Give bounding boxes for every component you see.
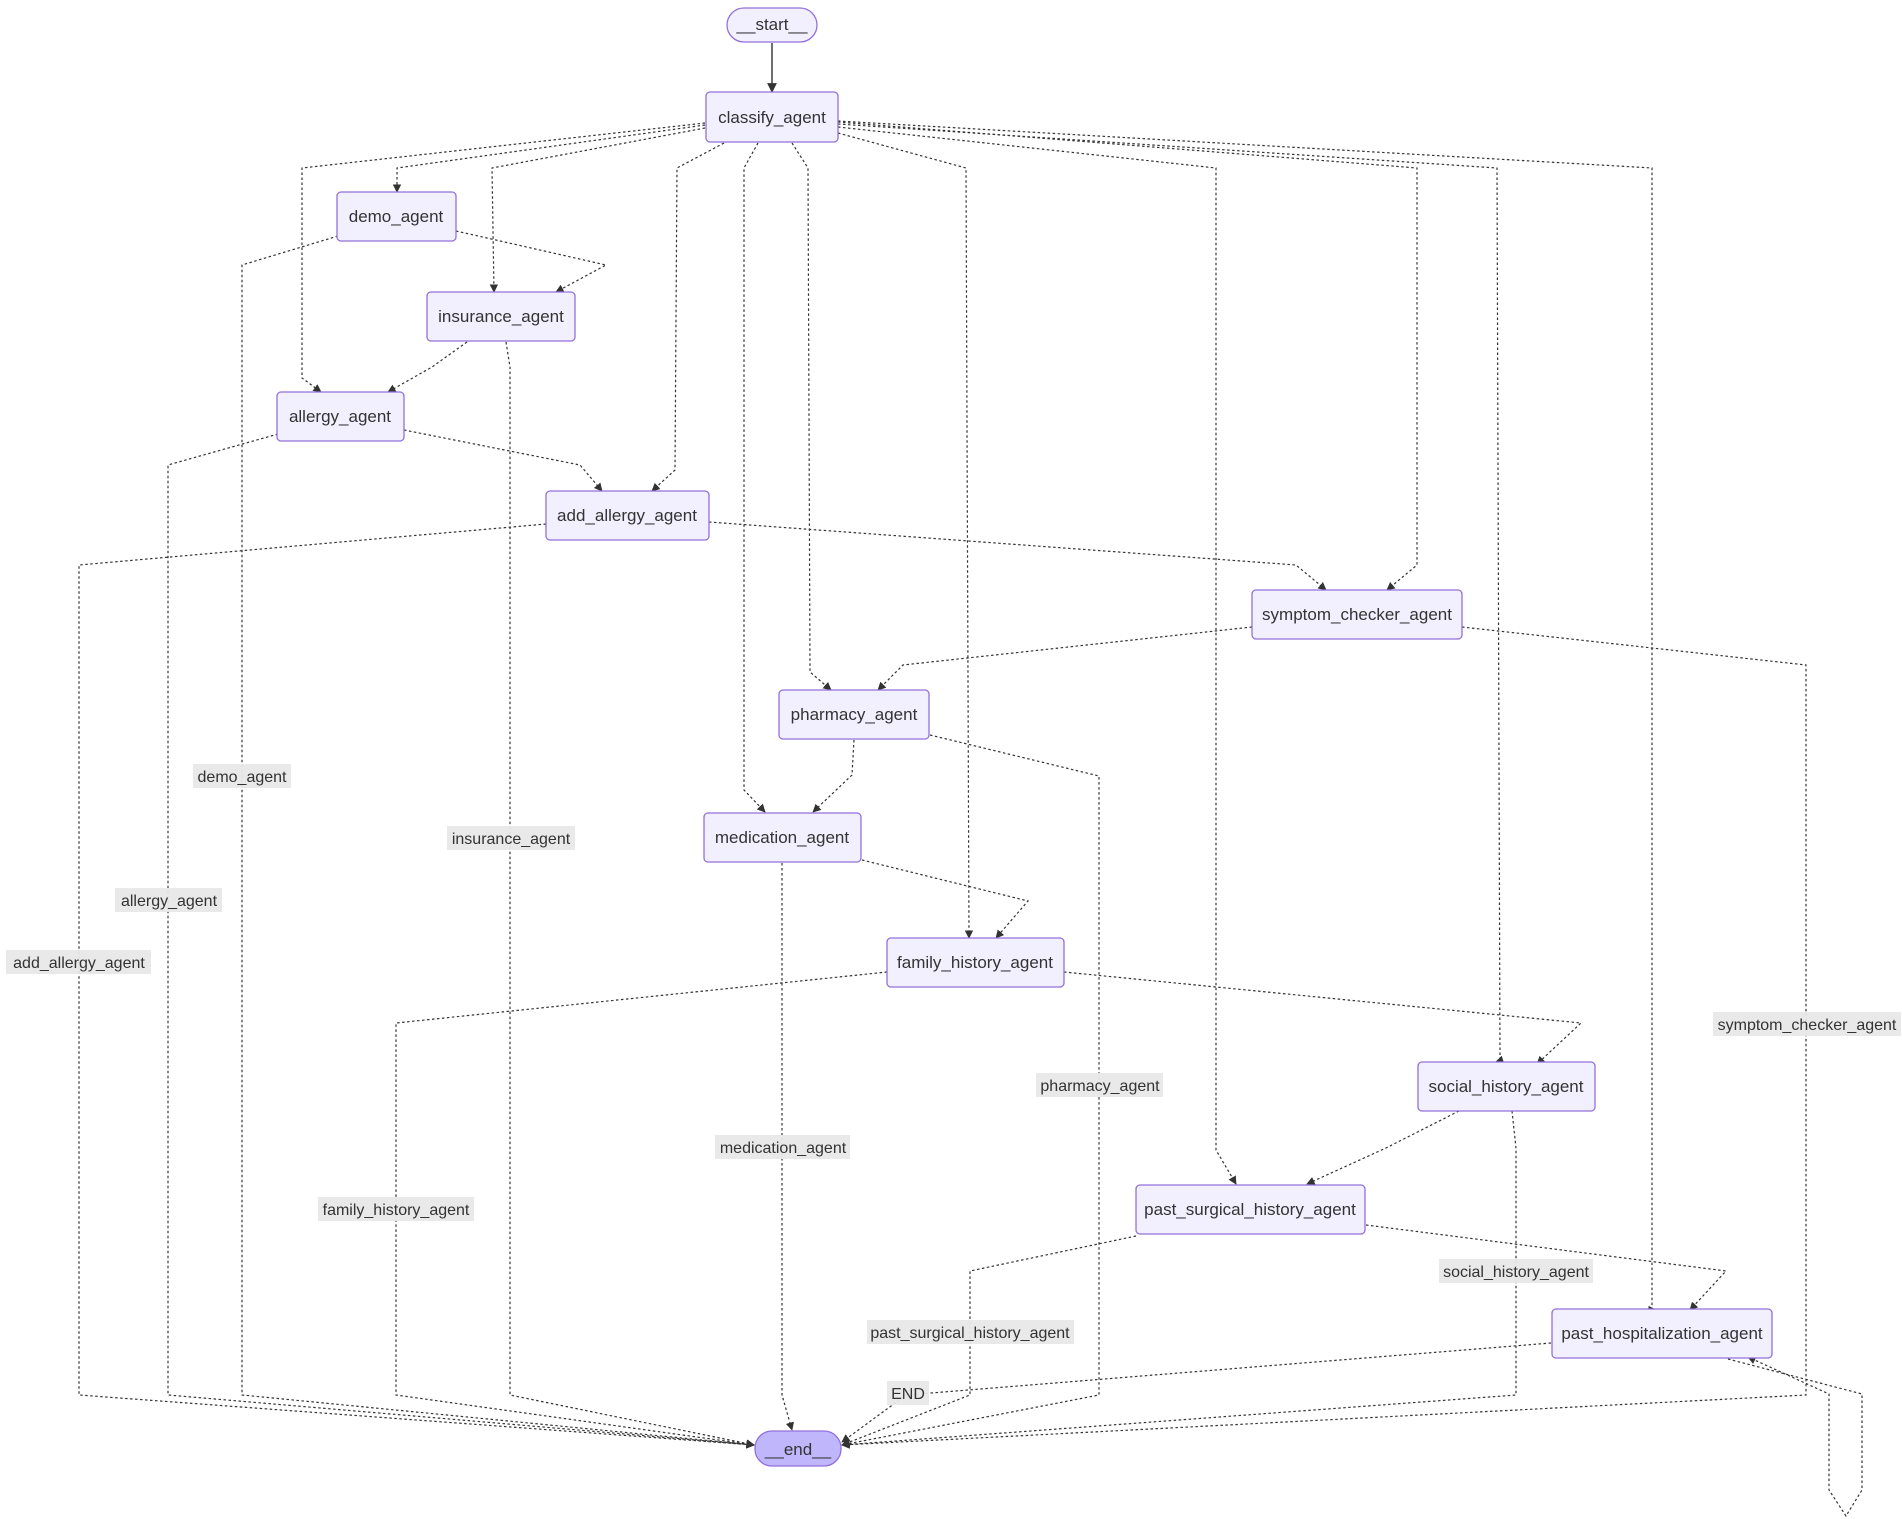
edge-allergy-to-end	[167, 433, 755, 1449]
node-add-allergy-agent[interactable]: add_allergy_agent	[545, 490, 710, 541]
node-symptom-checker-agent[interactable]: symptom_checker_agent	[1251, 589, 1463, 640]
svg-text:allergy_agent: allergy_agent	[289, 407, 391, 426]
node-end[interactable]: __end__	[754, 1430, 842, 1467]
svg-text:symptom_checker_agent: symptom_checker_agent	[1718, 1017, 1897, 1034]
edge-classify-to-symptom	[837, 121, 1418, 591]
edge-classify-to-family	[837, 132, 974, 939]
edge-label-add-allergy: add_allergy_agent	[6, 950, 151, 974]
node-allergy-agent[interactable]: allergy_agent	[276, 391, 405, 442]
svg-text:add_allergy_agent: add_allergy_agent	[557, 506, 697, 525]
edge-insurance-to-allergy	[387, 341, 468, 393]
edge-label-insurance: insurance_agent	[447, 826, 575, 850]
edge-label-family-history: family_history_agent	[318, 1197, 474, 1221]
node-classify-agent[interactable]: classify_agent	[705, 91, 839, 143]
svg-text:past_surgical_history_agent: past_surgical_history_agent	[1144, 1200, 1356, 1219]
edge-label-symptom-checker: symptom_checker_agent	[1713, 1012, 1901, 1036]
edge-labels: demo_agent insurance_agent allergy_agent…	[6, 764, 1901, 1405]
node-family-history-agent[interactable]: family_history_agent	[886, 937, 1065, 988]
svg-text:END: END	[891, 1386, 925, 1403]
edge-label-end: END	[887, 1381, 929, 1405]
svg-text:symptom_checker_agent: symptom_checker_agent	[1262, 605, 1452, 624]
edge-hospitalization-self-loop	[1727, 1356, 1863, 1518]
edge-classify-to-allergy	[301, 122, 706, 393]
svg-text:family_history_agent: family_history_agent	[323, 1202, 470, 1219]
svg-text:medication_agent: medication_agent	[715, 828, 849, 847]
edge-classify-to-add-allergy	[651, 142, 725, 492]
edge-label-allergy: allergy_agent	[115, 888, 222, 912]
node-insurance-agent[interactable]: insurance_agent	[426, 291, 576, 342]
edge-pharmacy-to-medication	[812, 739, 855, 813]
edge-demo-to-end	[241, 235, 755, 1449]
edge-classify-to-demo	[392, 124, 706, 193]
edge-social-to-end	[841, 1110, 1517, 1449]
svg-text:medication_agent: medication_agent	[720, 1140, 847, 1157]
edge-label-demo: demo_agent	[193, 764, 291, 788]
svg-text:social_history_agent: social_history_agent	[1443, 1264, 1589, 1281]
svg-text:add_allergy_agent: add_allergy_agent	[13, 955, 145, 972]
edge-classify-to-hospitalization	[837, 120, 1657, 1315]
svg-text:social_history_agent: social_history_agent	[1429, 1077, 1584, 1096]
node-social-history-agent[interactable]: social_history_agent	[1417, 1061, 1596, 1112]
edge-medication-to-end	[781, 863, 794, 1431]
nodes: __start__ classify_agent demo_agent insu…	[276, 7, 1773, 1467]
edge-classify-to-medication	[743, 142, 766, 813]
node-past-surgical-history-agent[interactable]: past_surgical_history_agent	[1135, 1184, 1366, 1235]
node-demo-agent[interactable]: demo_agent	[336, 191, 457, 242]
svg-text:__start__: __start__	[736, 15, 808, 34]
edge-classify-to-surgical	[837, 126, 1237, 1185]
edge-family-to-social	[1063, 971, 1583, 1065]
edge-label-social-history: social_history_agent	[1439, 1259, 1593, 1283]
svg-text:demo_agent: demo_agent	[198, 769, 288, 786]
svg-text:pharmacy_agent: pharmacy_agent	[791, 705, 918, 724]
edge-pharmacy-to-end	[841, 734, 1100, 1448]
edge-allergy-to-add-allergy	[403, 429, 603, 492]
edge-classify-to-pharmacy	[791, 142, 832, 691]
edge-classify-to-insurance	[489, 127, 706, 293]
edge-demo-to-insurance	[455, 230, 608, 293]
node-pharmacy-agent[interactable]: pharmacy_agent	[778, 689, 930, 740]
svg-text:allergy_agent: allergy_agent	[121, 893, 218, 910]
svg-text:demo_agent: demo_agent	[349, 207, 444, 226]
edge-label-medication: medication_agent	[715, 1135, 850, 1159]
edge-social-to-surgical	[1306, 1110, 1460, 1185]
svg-text:past_hospitalization_agent: past_hospitalization_agent	[1561, 1324, 1763, 1343]
edge-label-past-surgical-history: past_surgical_history_agent	[867, 1320, 1074, 1344]
edges	[78, 43, 1863, 1518]
edge-surgical-to-hospitalization	[1365, 1224, 1728, 1311]
svg-text:family_history_agent: family_history_agent	[897, 953, 1053, 972]
svg-text:past_surgical_history_agent: past_surgical_history_agent	[870, 1325, 1070, 1342]
svg-text:pharmacy_agent: pharmacy_agent	[1040, 1078, 1160, 1095]
svg-text:__end__: __end__	[764, 1440, 832, 1459]
edge-family-to-end	[395, 971, 888, 1449]
node-start[interactable]: __start__	[726, 7, 818, 43]
svg-text:insurance_agent: insurance_agent	[438, 307, 564, 326]
edge-medication-to-family	[861, 859, 1030, 939]
edge-add-allergy-to-symptom	[708, 521, 1327, 591]
svg-text:classify_agent: classify_agent	[718, 108, 826, 127]
edge-symptom-to-pharmacy	[877, 626, 1253, 691]
edge-label-pharmacy: pharmacy_agent	[1036, 1073, 1163, 1097]
svg-text:insurance_agent: insurance_agent	[452, 831, 571, 848]
edge-add-allergy-to-end	[78, 523, 755, 1449]
node-past-hospitalization-agent[interactable]: past_hospitalization_agent	[1551, 1308, 1773, 1359]
node-medication-agent[interactable]: medication_agent	[703, 812, 862, 863]
